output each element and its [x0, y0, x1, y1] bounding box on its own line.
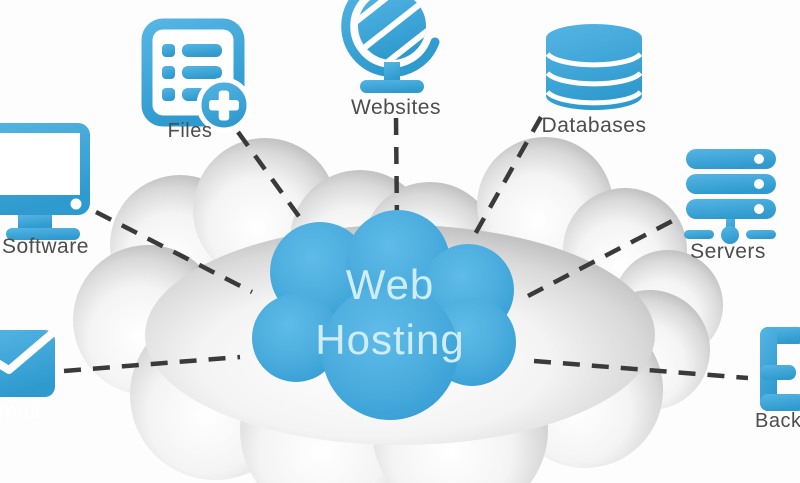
- connector-files: [236, 130, 318, 242]
- server-rack-icon: [684, 149, 776, 244]
- connector-software: [94, 209, 254, 295]
- label-files: Files: [167, 120, 213, 142]
- backup-icon: [760, 327, 800, 411]
- database-icon: [545, 24, 643, 110]
- envelope-icon: [0, 330, 55, 397]
- hub-cloud: [252, 210, 516, 420]
- connector-databases: [472, 115, 543, 238]
- label-servers: Servers: [690, 240, 766, 263]
- label-databases: Databases: [541, 114, 647, 137]
- label-backup: Backup: [755, 410, 800, 432]
- hub-title: Web Hosting: [315, 261, 465, 363]
- connector-backup: [533, 358, 749, 381]
- monitor-icon: [0, 123, 90, 240]
- label-software: Software: [2, 235, 89, 258]
- monitor-screen: [0, 133, 80, 195]
- monitor-power-dot: [70, 198, 82, 210]
- connector-websites: [393, 117, 400, 227]
- label-websites: Websites: [351, 96, 441, 119]
- document-add-icon: [141, 18, 252, 133]
- connector-lines: [63, 115, 749, 381]
- label-email: Email: [0, 398, 41, 423]
- connector-email: [63, 354, 241, 374]
- globe-icon: [341, 0, 440, 93]
